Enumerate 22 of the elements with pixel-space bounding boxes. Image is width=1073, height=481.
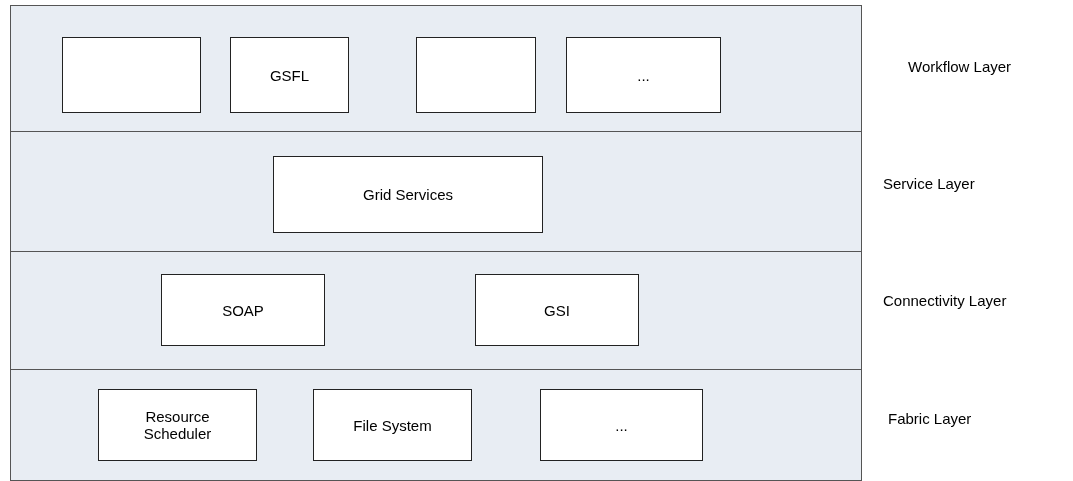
- layer-label: Connectivity Layer: [883, 292, 1007, 309]
- component-box: [161, 274, 325, 346]
- box-label: ...: [637, 66, 650, 84]
- component-box: [540, 389, 703, 461]
- component-box: [230, 37, 349, 113]
- component-box: [313, 389, 472, 461]
- layer-label: Fabric Layer: [888, 410, 972, 427]
- empty-box: [416, 37, 536, 113]
- box-label: ...: [615, 416, 628, 434]
- layer-label: Service Layer: [883, 175, 975, 192]
- box-label: File System: [353, 416, 432, 434]
- empty-box: [62, 37, 201, 113]
- box-label: Resource Scheduler: [142, 408, 213, 442]
- component-box: [273, 156, 543, 233]
- layer-label: Workflow Layer: [908, 58, 1012, 75]
- component-box: [475, 274, 639, 346]
- box-label: GSFL: [269, 66, 310, 84]
- component-box: [566, 37, 721, 113]
- box-label: SOAP: [222, 301, 264, 319]
- box-label: Grid Services: [363, 186, 453, 203]
- component-box: [98, 389, 257, 461]
- box-label: GSI: [544, 301, 570, 319]
